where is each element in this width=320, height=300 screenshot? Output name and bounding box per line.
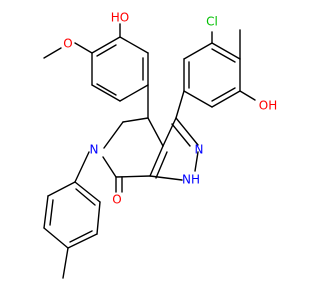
atom-n-pyrazole-2: N (195, 143, 204, 157)
bond-oh-right (239, 90, 256, 101)
atom-nh-pyrazole: NH (182, 173, 200, 187)
tolyl-ring (43, 181, 101, 249)
chlorophenyl-ring (183, 42, 241, 108)
atom-o-methoxy: O (63, 37, 72, 51)
background (0, 0, 300, 300)
bond-n-ch2 (74, 151, 90, 183)
bond-methoxy-o (74, 42, 93, 54)
molecule-structure: HO O Cl OH N N NH O (0, 0, 300, 300)
guaiacol-ring (91, 36, 149, 102)
atom-oh-right: OH (259, 99, 277, 113)
bicyclic-core (102, 117, 199, 193)
molecule-canvas: HO O Cl OH N N NH O (0, 0, 300, 300)
atom-cl: Cl (206, 15, 218, 29)
atom-n-pyrrole: N (90, 143, 99, 157)
atom-oh-top: HO (111, 11, 129, 25)
bond-aryl-c3 (175, 90, 185, 119)
bond-tolyl-methyl (62, 247, 69, 279)
bond-methoxy-ch3 (43, 47, 62, 59)
atom-o-carbonyl: O (112, 193, 121, 207)
